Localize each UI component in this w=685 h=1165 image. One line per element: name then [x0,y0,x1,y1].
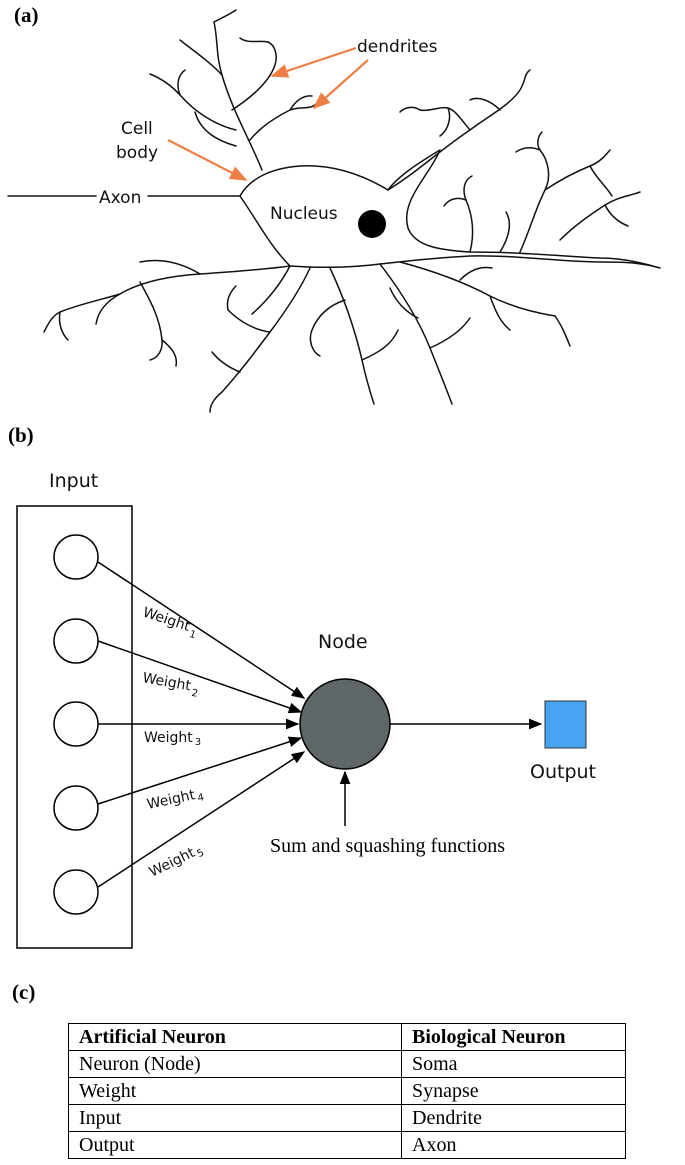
table-row: Weight Synapse [68,1077,626,1105]
connection-2 [97,640,303,714]
sum-caption: Sum and squashing functions [270,835,505,857]
panel-a-label: (a) [14,3,39,27]
panel-c-label: (c) [12,980,35,1004]
cell-artificial: Input [68,1104,402,1132]
cell-artificial: Neuron (Node) [68,1050,402,1078]
axon-label: Axon [99,188,141,208]
cell-artificial: Weight [68,1077,402,1105]
connection-4 [97,736,303,805]
table-row: Output Axon [68,1131,626,1159]
cell-biological: Soma [401,1050,626,1078]
connection-1 [97,561,306,699]
nucleus-label: Nucleus [270,204,338,224]
input-box [16,505,133,949]
connection-5 [97,751,306,888]
cell-body-arrow [167,139,248,181]
input-title: Input [49,470,98,492]
sum-node [299,678,391,770]
output-square [544,700,587,749]
neuron-drawing [7,9,661,413]
input-node-4 [53,785,99,831]
cell-label-line2: body [116,143,158,163]
input-node-2 [53,618,99,664]
input-node-1 [53,534,99,580]
weight-label-2: Weight2 [141,670,201,700]
output-title: Output [530,761,596,783]
cell-biological: Axon [401,1131,626,1159]
dendrite-arrow-1 [270,46,357,78]
table-row: Neuron (Node) Soma [68,1050,626,1078]
weight-connections [97,561,306,888]
dendrites-label: dendrites [357,37,438,57]
input-nodes [53,534,99,915]
weight-label-4: Weight4 [146,785,206,814]
cell-biological: Synapse [401,1077,626,1105]
header-artificial: Artificial Neuron [68,1023,402,1051]
table-row: Input Dendrite [68,1104,626,1132]
nucleus-dot [358,210,386,238]
panel-b-label: (b) [8,423,34,447]
cell-biological: Dendrite [401,1104,626,1132]
cell-label-line1: Cell [121,119,153,139]
input-node-5 [53,869,99,915]
dendrite-arrow-2 [312,59,369,110]
node-title: Node [318,631,368,653]
header-biological: Biological Neuron [401,1023,626,1051]
cell-artificial: Output [68,1131,402,1159]
table-header-row: Artificial Neuron Biological Neuron [68,1023,626,1051]
weight-label-5: Weight5 [147,841,206,882]
comparison-table: Artificial Neuron Biological Neuron Neur… [68,1023,626,1159]
input-node-3 [53,701,99,747]
